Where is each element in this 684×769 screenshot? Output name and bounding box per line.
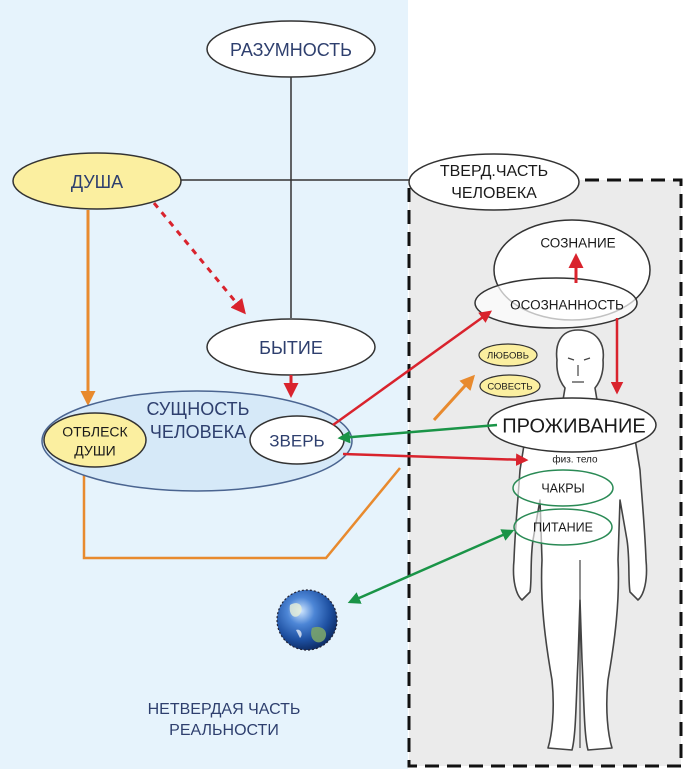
node-lubov: ЛЮБОВЬ xyxy=(478,343,538,367)
non-solid-reality-region xyxy=(0,0,408,769)
node-bytie: БЫТИЕ xyxy=(206,318,376,376)
chakry-label: ЧАКРЫ xyxy=(541,481,584,495)
node-zver: ЗВЕРЬ xyxy=(249,415,345,465)
node-chakry: ЧАКРЫ xyxy=(512,469,614,507)
lubov-label: ЛЮБОВЬ xyxy=(487,351,529,362)
sushnost-label-line2: ЧЕЛОВЕКА xyxy=(150,422,246,442)
region-label-line2: РЕАЛЬНОСТИ xyxy=(169,722,279,739)
pitanie-label: ПИТАНИЕ xyxy=(533,520,593,534)
arrow-orange-to-virtues xyxy=(432,374,476,422)
osoznannost-label: ОСОЗНАННОСТЬ xyxy=(510,298,624,313)
prozhivanie-label: ПРОЖИВАНИЕ xyxy=(502,415,645,437)
arrow-zver-to-osoznannost xyxy=(332,310,493,427)
bytie-label: БЫТИЕ xyxy=(259,338,323,358)
tverd-label-line1: ТВЕРД.ЧАСТЬ xyxy=(440,163,548,180)
node-dusha: ДУША xyxy=(12,152,182,210)
tverd-label-line2: ЧЕЛОВЕКА xyxy=(451,185,537,202)
zver-label: ЗВЕРЬ xyxy=(269,431,324,450)
otblesk-label-line1: ОТБЛЕСК xyxy=(62,424,128,440)
node-sovest: СОВЕСТЬ xyxy=(479,374,541,398)
fiz-telo-label: физ. тело xyxy=(552,454,598,466)
sovest-label: СОВЕСТЬ xyxy=(487,382,532,393)
arrow-pitanie-earth-bidirectional xyxy=(347,529,515,604)
otblesk-label-line2: ДУШИ xyxy=(74,443,115,459)
region-label-line1: НЕТВЕРДАЯ ЧАСТЬ xyxy=(148,701,301,718)
node-pitanie: ПИТАНИЕ xyxy=(513,508,613,546)
sushnost-label-line1: СУЩНОСТЬ xyxy=(147,399,250,419)
arrow-zver-to-fiz-telo xyxy=(342,452,529,466)
node-prozhivanie: ПРОЖИВАНИЕ xyxy=(487,397,657,453)
dusha-label: ДУША xyxy=(71,172,123,192)
line-otblesk-to-solid-part xyxy=(82,466,401,560)
arrow-prozhivanie-to-zver xyxy=(337,423,498,444)
node-razumnost: РАЗУМНОСТЬ xyxy=(206,20,376,78)
earth-globe-icon xyxy=(276,589,338,651)
node-tverd-chast: ТВЕРД.ЧАСТЬ ЧЕЛОВЕКА xyxy=(408,153,580,211)
razumnost-label: РАЗУМНОСТЬ xyxy=(230,40,352,60)
node-otblesk-dushi: ОТБЛЕСК ДУШИ xyxy=(43,412,147,468)
soznanie-label: СОЗНАНИЕ xyxy=(540,236,615,251)
node-osoznannost: ОСОЗНАННОСТЬ xyxy=(474,277,638,329)
